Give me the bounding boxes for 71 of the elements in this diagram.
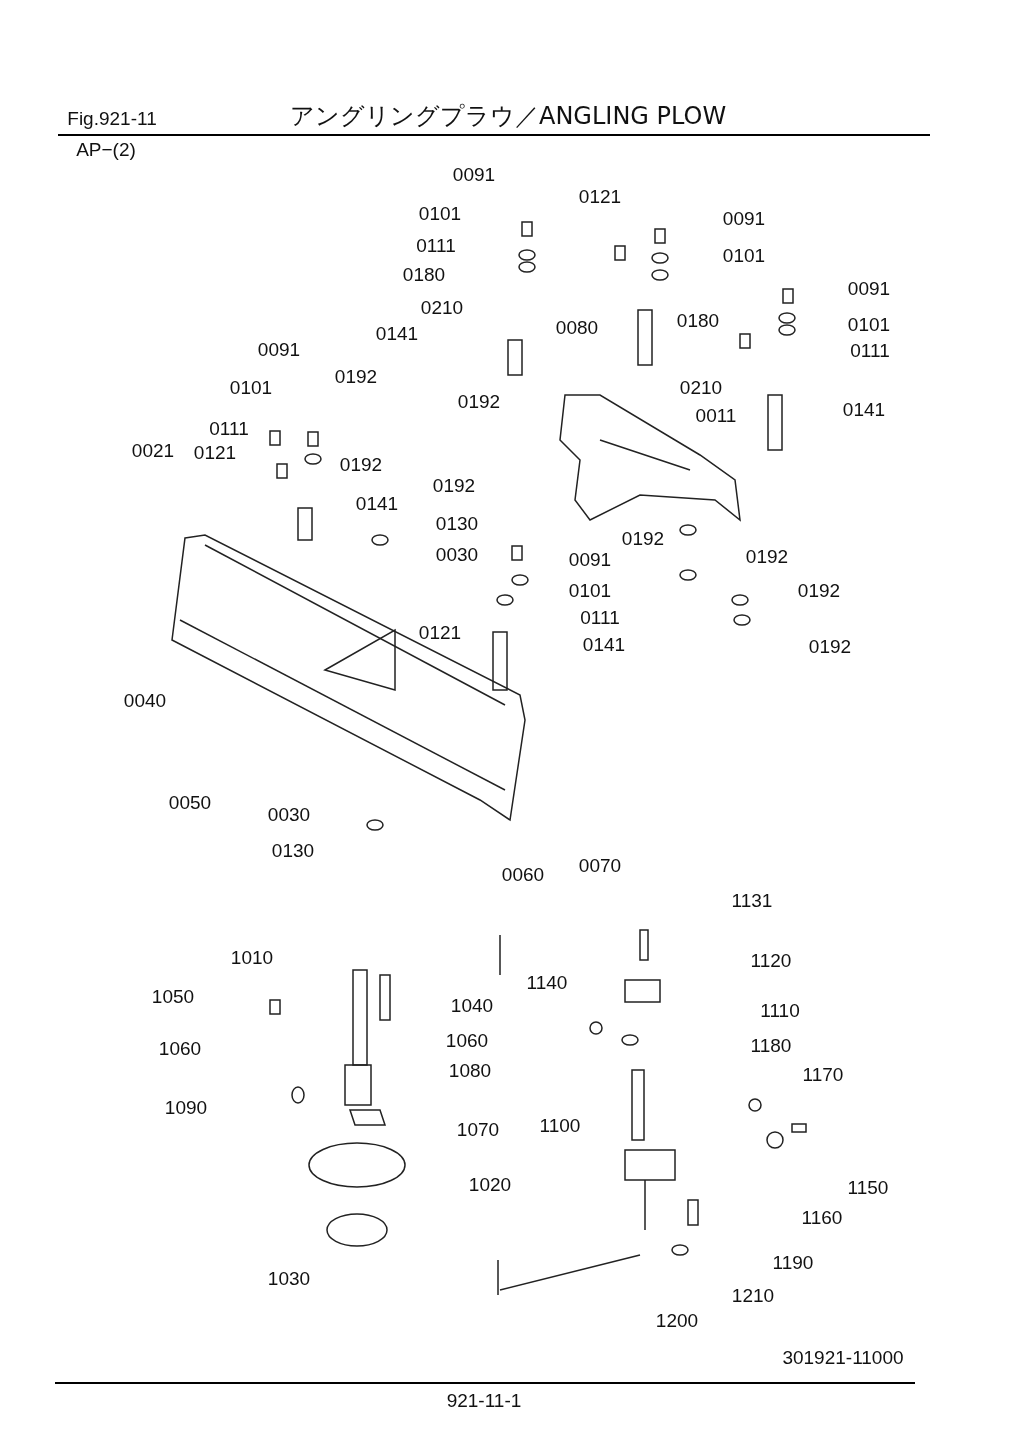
callout-number: 0091 [722, 208, 766, 228]
callout-number: 0111 [580, 607, 620, 627]
callout-number: 0121 [193, 442, 237, 462]
callout-number: 1090 [164, 1097, 208, 1117]
callout-number: 1170 [802, 1064, 844, 1084]
callout-number: 0030 [435, 544, 479, 564]
callout-number: 0101 [229, 377, 273, 397]
callout-number: 0121 [578, 186, 622, 206]
callout-number: 0192 [457, 391, 501, 411]
callout-number: 0192 [797, 580, 841, 600]
callout-number: 1020 [468, 1174, 512, 1194]
callout-number: 0141 [355, 493, 399, 513]
callout-number: 0060 [501, 864, 545, 884]
callout-number: 1100 [539, 1115, 581, 1135]
callout-number: 1110 [760, 1000, 800, 1020]
callout-number: 1070 [456, 1119, 500, 1139]
callout-number: 1200 [655, 1310, 699, 1330]
callout-number: 0180 [402, 264, 446, 284]
callout-number: 0210 [420, 297, 464, 317]
callout-number: 0091 [452, 164, 496, 184]
callout-number: 1180 [750, 1035, 792, 1055]
callout-number: 0130 [271, 840, 315, 860]
callout-number: 0141 [582, 634, 626, 654]
callout-number: 0121 [418, 622, 462, 642]
callout-number: 0101 [722, 245, 766, 265]
figure-code: AP−(2) [76, 139, 136, 159]
callout-number: 0141 [842, 399, 886, 419]
callout-number: 1150 [847, 1177, 889, 1197]
callout-number: 0180 [676, 310, 720, 330]
callout-number: 1190 [772, 1252, 814, 1272]
callout-number: 0091 [257, 339, 301, 359]
callout-number: 0192 [808, 636, 852, 656]
callout-number: 1160 [801, 1207, 843, 1227]
callout-number: 0040 [123, 690, 167, 710]
callout-number: 0192 [745, 546, 789, 566]
callout-number: 1120 [750, 950, 792, 970]
callout-number: 0101 [847, 314, 891, 334]
callout-number: 0091 [847, 278, 891, 298]
callout-number: 0101 [568, 580, 612, 600]
callout-number: 1060 [158, 1038, 202, 1058]
callout-number: 0011 [695, 405, 737, 425]
page-number: 921-11-1 [446, 1390, 522, 1410]
callout-number: 0091 [568, 549, 612, 569]
callout-number: 0050 [168, 792, 212, 812]
callout-number: 1140 [526, 972, 568, 992]
callout-number: 1030 [267, 1268, 311, 1288]
callout-number: 0080 [555, 317, 599, 337]
callout-number: 0141 [375, 323, 419, 343]
callout-number: 0101 [418, 203, 462, 223]
figure-code: Fig.921-11 [67, 108, 157, 128]
callout-number: 0021 [131, 440, 175, 460]
callout-number: 0130 [435, 513, 479, 533]
callout-number: 0070 [578, 855, 622, 875]
callout-number: 0192 [334, 366, 378, 386]
callout-number: 1080 [448, 1060, 492, 1080]
callout-number: 0111 [209, 418, 249, 438]
callout-number: 0192 [621, 528, 665, 548]
title: アングリングプラウ／ANGLING PLOW [290, 104, 727, 128]
callout-number: 1131 [731, 890, 773, 910]
callout-number: 0192 [432, 475, 476, 495]
callout-number: 1040 [450, 995, 494, 1015]
callout-number: 0030 [267, 804, 311, 824]
callout-number: 0210 [679, 377, 723, 397]
callout-number: 1210 [731, 1285, 775, 1305]
callout-number: 0111 [416, 235, 456, 255]
callout-number: 1010 [230, 947, 274, 967]
page-number: 301921-11000 [782, 1347, 904, 1367]
callout-number: 0192 [339, 454, 383, 474]
callout-number: 0111 [850, 340, 890, 360]
callout-number: 1060 [445, 1030, 489, 1050]
callout-number: 1050 [151, 986, 195, 1006]
